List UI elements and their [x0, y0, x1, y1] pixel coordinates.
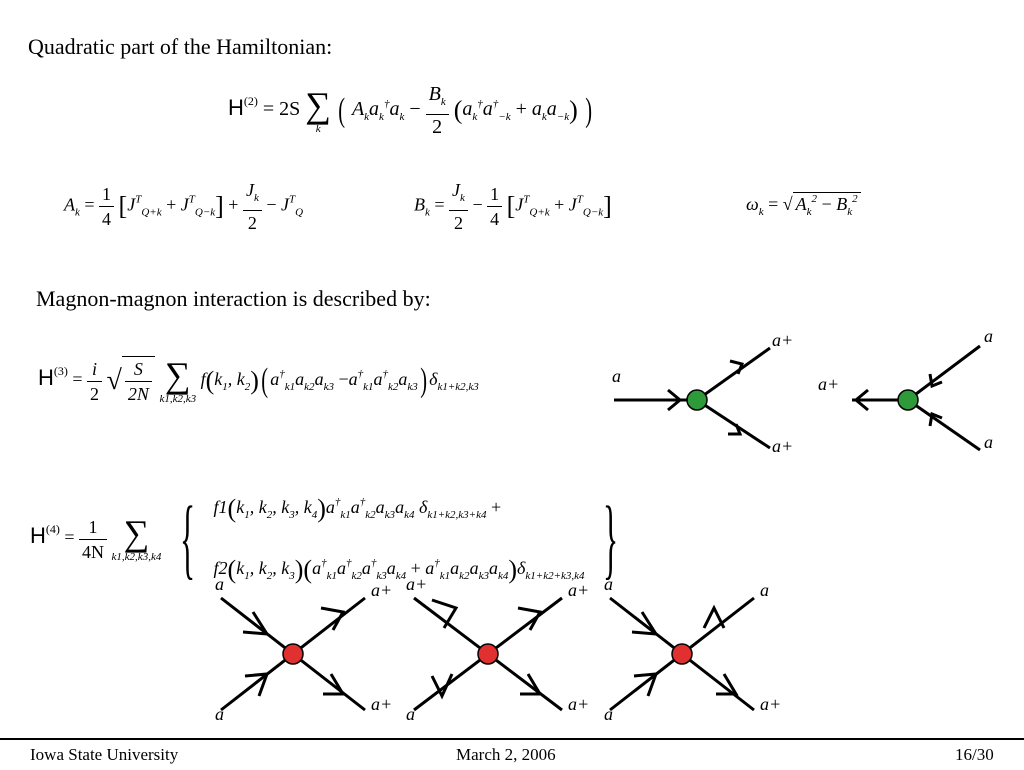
diagram-3-splitting: a a+ a+ [612, 330, 793, 456]
h2-rhs-prefix: = 2S [262, 98, 301, 121]
h4-sum: ∑k1,k2,k3,k4 [111, 513, 162, 563]
footer: Iowa State University March 2, 2006 16/3… [0, 738, 1024, 770]
heading-interaction: Magnon-magnon interaction is described b… [36, 286, 431, 311]
svg-text:a+: a+ [568, 694, 589, 714]
h3-symbol: H [38, 365, 54, 391]
h4-order: (4) [45, 522, 60, 537]
svg-text:a+: a+ [406, 574, 427, 594]
svg-text:a: a [215, 574, 224, 594]
svg-text:a+: a+ [772, 436, 793, 456]
h2-order: (2) [243, 94, 258, 109]
svg-text:a: a [604, 704, 613, 724]
h2-sum: ∑k [305, 84, 331, 135]
svg-text:a: a [984, 326, 993, 346]
svg-text:a+: a+ [818, 374, 839, 394]
omega-label: ω [746, 194, 759, 214]
h2-symbol: H [228, 95, 244, 121]
h4-symbol: H [30, 523, 46, 549]
h3-order: (3) [53, 364, 68, 379]
svg-text:a+: a+ [568, 580, 589, 600]
heading-quadratic: Quadratic part of the Hamiltonian: [28, 34, 333, 59]
diagram-4-three-to-one: a a a a+ [604, 574, 781, 724]
footer-page-number: 16/30 [955, 745, 994, 764]
h4-func1: f1 [213, 497, 228, 517]
svg-text:a+: a+ [772, 330, 793, 350]
footer-date: March 2, 2006 [456, 745, 556, 764]
diagram-4-scattering: a a+ a a+ [215, 574, 392, 724]
h4-func2: f2 [213, 558, 228, 578]
equation-omega: ωk = √Ak2 − Bk2 [746, 192, 861, 218]
footer-institution: Iowa State University [30, 745, 179, 764]
diagram-4-one-to-three: a+ a+ a a+ [406, 574, 589, 724]
svg-text:a+: a+ [371, 694, 392, 714]
svg-text:a: a [760, 580, 769, 600]
diagram-3-merging: a+ a a [818, 326, 993, 452]
h3-func: f [200, 369, 206, 390]
svg-text:a+: a+ [371, 580, 392, 600]
h2-term-a: A [351, 98, 365, 121]
h3-sum: ∑k1,k2,k3 [159, 355, 197, 405]
svg-text:a: a [406, 704, 415, 724]
svg-text:a+: a+ [760, 694, 781, 714]
svg-text:a: a [984, 432, 993, 452]
svg-text:a: a [612, 366, 621, 386]
svg-text:a: a [604, 574, 613, 594]
svg-text:a: a [215, 704, 224, 724]
a-def-label: A [64, 194, 75, 215]
b-def-label: B [414, 194, 425, 215]
